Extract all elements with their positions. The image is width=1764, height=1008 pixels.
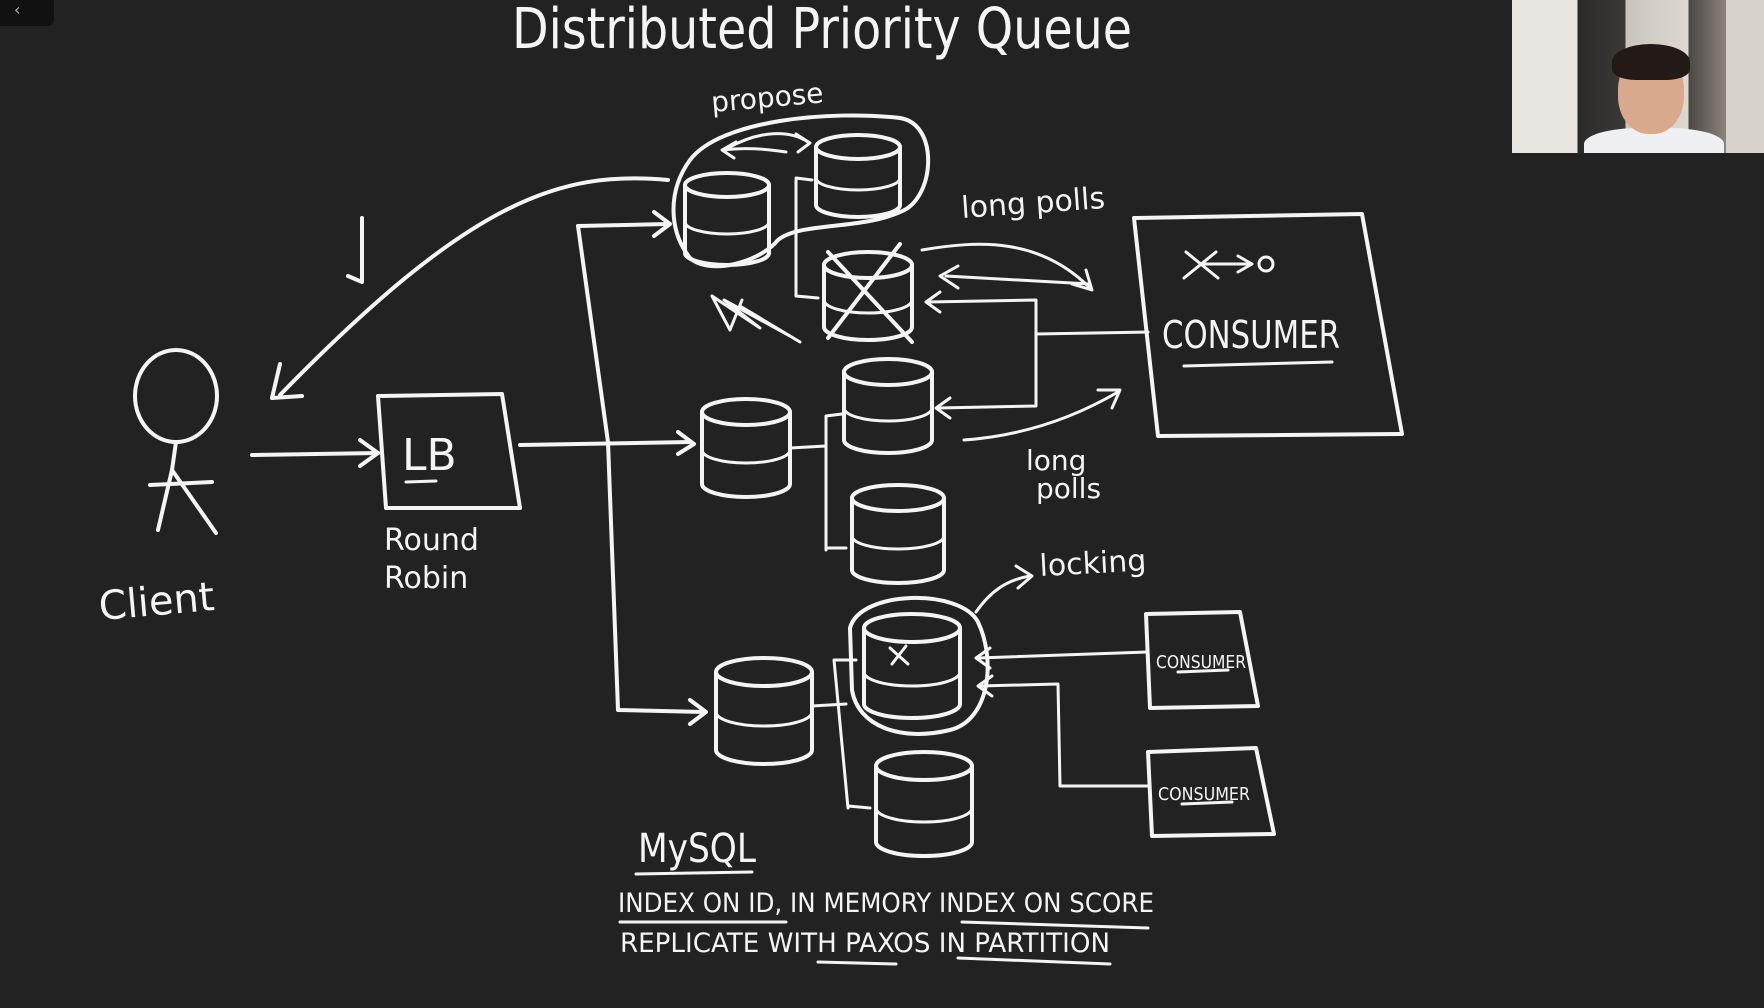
chevron-left-icon: ‹ <box>14 0 21 19</box>
scribble <box>710 294 802 344</box>
db-p1-c-failed <box>822 242 914 344</box>
db-p3-b-locked <box>862 612 962 720</box>
main-consumer-label: CONSUMER <box>1162 313 1340 357</box>
mysql-underline <box>634 870 754 876</box>
client-label: Client <box>97 574 216 630</box>
response-arrow <box>270 176 670 400</box>
propose-label: propose <box>710 76 825 119</box>
db-p2-c <box>850 483 946 585</box>
note-line-2-underline-b <box>956 956 1112 966</box>
small-consumer-1: CONSUMER <box>1144 610 1260 710</box>
long-polls-label-top: long polls <box>960 181 1106 226</box>
webcam-video <box>1512 0 1764 153</box>
round-label: Round <box>384 523 479 558</box>
lock-outline <box>848 596 990 736</box>
long-polls-label-mid-2: polls <box>1036 472 1101 505</box>
lb-label: LB <box>402 430 457 481</box>
lb-underline <box>404 479 438 484</box>
mysql-label: MySQL <box>638 826 757 872</box>
partition-1: propose <box>671 76 931 344</box>
back-button[interactable]: ‹ <box>0 0 54 26</box>
presenter-hair <box>1612 44 1690 80</box>
db-p1-b <box>814 133 902 219</box>
small-consumer-1-label: CONSUMER <box>1156 652 1246 673</box>
consumer-to-partition-1 <box>924 290 1150 420</box>
client-to-lb-arrow <box>250 438 380 468</box>
diagram-title: Distributed Priority Queue <box>512 0 1132 62</box>
replication-arrow <box>794 176 820 300</box>
small-consumer-2-label: CONSUMER <box>1158 784 1250 805</box>
lb-to-partitions-arrows <box>518 210 708 726</box>
partition-2 <box>700 357 946 585</box>
partition-3 <box>714 596 990 858</box>
db-p2-b <box>842 357 934 455</box>
small-consumer-2: CONSUMER <box>1146 746 1276 838</box>
long-poll-arrow-top <box>920 242 1094 292</box>
failure-cross <box>826 242 914 344</box>
main-consumer-box <box>1132 212 1404 438</box>
main-consumer-underline <box>1182 360 1334 368</box>
db-p3-a <box>714 656 814 766</box>
client-figure <box>133 348 219 535</box>
note-line-1: INDEX ON ID, IN MEMORY INDEX ON SCORE <box>618 888 1154 919</box>
consumer-mark <box>1182 250 1275 280</box>
propose-arrow <box>720 132 812 160</box>
load-balancer-box <box>376 392 522 510</box>
small-consumers-to-lock <box>974 646 1150 788</box>
long-polls-label-mid-1: long <box>1026 444 1086 477</box>
long-poll-arrow-mid <box>962 388 1122 442</box>
tick-mark <box>346 216 364 284</box>
note-line-2-underline-a <box>816 960 898 966</box>
note-line-2: REPLICATE WITH PAXOS IN PARTITION <box>620 928 1110 959</box>
note-line-1-underline-b <box>960 920 1150 930</box>
db-p2-a <box>700 397 792 499</box>
robin-label: Robin <box>384 561 468 596</box>
db-p3-c <box>874 750 974 858</box>
locking-arrow <box>974 564 1034 614</box>
db-p1-a <box>683 171 771 267</box>
locking-label: locking <box>1039 543 1148 584</box>
